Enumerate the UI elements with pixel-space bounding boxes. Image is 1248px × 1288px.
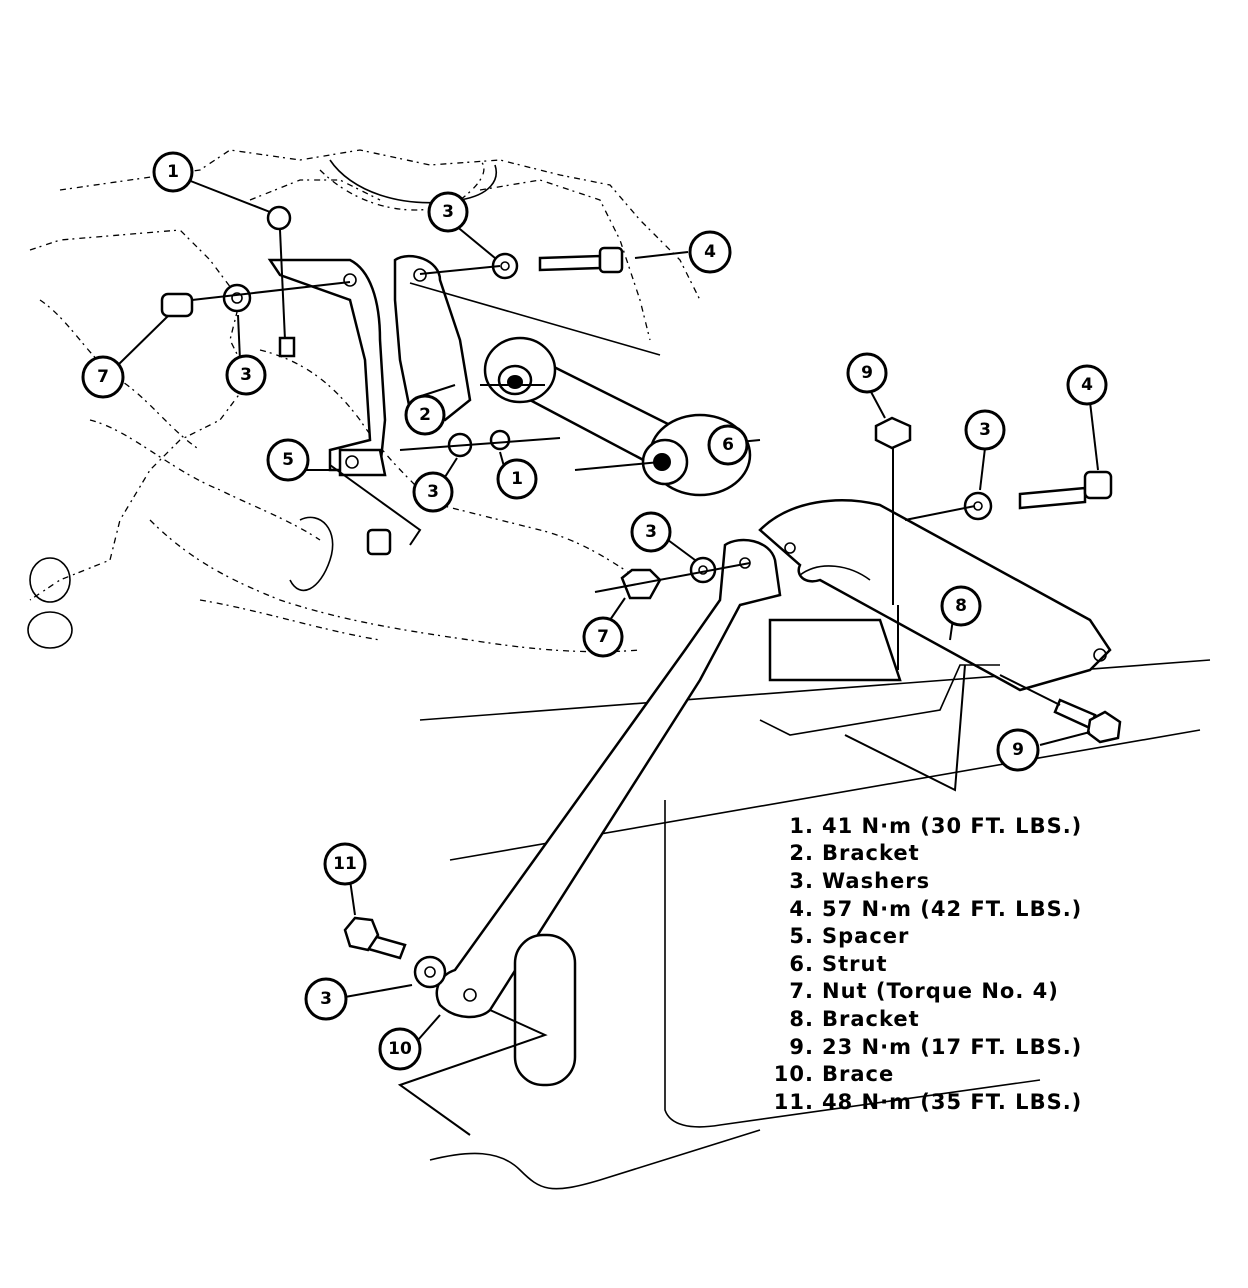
svg-text:7: 7 (597, 627, 609, 647)
svg-text:5: 5 (282, 450, 294, 470)
legend-item: 3. Washers (756, 867, 1196, 895)
svg-text:11: 11 (333, 854, 357, 874)
legend-number: 1. (789, 813, 814, 838)
svg-text:3: 3 (645, 522, 657, 542)
svg-text:3: 3 (320, 989, 332, 1009)
svg-text:4: 4 (704, 242, 716, 262)
legend-item: 4. 57 N·m (42 FT. LBS.) (756, 895, 1196, 923)
callout-3-center: 3 (630, 511, 672, 553)
legend-number: 2. (789, 841, 814, 866)
callout-3-left: 3 (225, 354, 267, 396)
legend-number: 10. (773, 1062, 814, 1087)
callout-7-center: 7 (582, 616, 624, 658)
legend-number: 7. (789, 979, 814, 1004)
legend-label: Strut (822, 951, 888, 976)
legend-label: 48 N·m (35 FT. LBS.) (822, 1089, 1083, 1114)
fasteners (160, 205, 1122, 989)
legend-item: 11. 48 N·m (35 FT. LBS.) (756, 1088, 1196, 1116)
callout-3-bottom: 3 (304, 977, 348, 1021)
parts-legend: 1. 41 N·m (30 FT. LBS.) 2. Bracket 3. Washers… (756, 812, 1196, 1116)
callout-3-mid: 3 (412, 471, 454, 513)
svg-text:6: 6 (722, 435, 734, 455)
callout-11: 11 (323, 842, 367, 886)
svg-text:9: 9 (861, 363, 873, 383)
legend-item: 6. Strut (756, 950, 1196, 978)
callout-5: 5 (266, 438, 310, 482)
svg-text:3: 3 (442, 202, 454, 222)
legend-label: Bracket (822, 841, 920, 866)
svg-text:3: 3 (240, 365, 252, 385)
legend-label: 57 N·m (42 FT. LBS.) (822, 896, 1083, 921)
callout-10: 10 (378, 1027, 422, 1071)
callout-7-top: 7 (81, 355, 125, 399)
callout-4-top: 4 (688, 230, 732, 274)
callouts: 1 3 4 7 3 2 6 5 3 1 9 3 4 3 8 7 9 11 3 1… (81, 151, 1108, 1071)
legend-number: 3. (789, 868, 814, 893)
svg-text:1: 1 (511, 469, 523, 489)
legend-item: 7. Nut (Torque No. 4) (756, 978, 1196, 1006)
lower-bracket (758, 499, 1112, 736)
legend-item: 5. Spacer (756, 922, 1196, 950)
callout-8: 8 (940, 585, 982, 627)
legend-item: 2. Bracket (756, 840, 1196, 868)
svg-text:3: 3 (427, 482, 439, 502)
legend-item: 10. Brace (756, 1060, 1196, 1088)
svg-text:7: 7 (97, 367, 109, 387)
legend-label: 41 N·m (30 FT. LBS.) (822, 813, 1083, 838)
callout-1-top: 1 (152, 151, 194, 193)
legend-number: 5. (789, 924, 814, 949)
svg-text:2: 2 (419, 405, 431, 425)
legend-number: 11. (773, 1089, 814, 1114)
legend-label: Washers (822, 868, 931, 893)
legend-number: 8. (789, 1006, 814, 1031)
legend-label: Nut (Torque No. 4) (822, 979, 1059, 1004)
legend-label: Brace (822, 1062, 895, 1087)
legend-label: Bracket (822, 1006, 920, 1031)
svg-text:3: 3 (979, 420, 991, 440)
callout-6: 6 (707, 424, 749, 466)
legend-label: Spacer (822, 924, 910, 949)
legend-number: 9. (789, 1034, 814, 1059)
callout-3-top: 3 (427, 191, 469, 233)
upper-bracket (267, 254, 661, 472)
svg-text:1: 1 (167, 162, 179, 182)
callout-9-bottom: 9 (996, 728, 1040, 772)
svg-text:10: 10 (388, 1039, 412, 1059)
legend-item: 9. 23 N·m (17 FT. LBS.) (756, 1033, 1196, 1061)
svg-text:8: 8 (955, 596, 967, 616)
callout-3-right: 3 (964, 409, 1006, 451)
callout-4-right: 4 (1066, 364, 1108, 406)
legend-number: 4. (789, 896, 814, 921)
svg-text:9: 9 (1012, 740, 1024, 760)
legend-item: 8. Bracket (756, 1005, 1196, 1033)
engine-block-sketch (27, 149, 701, 653)
legend-label: 23 N·m (17 FT. LBS.) (822, 1034, 1083, 1059)
svg-text:4: 4 (1081, 375, 1093, 395)
callout-1-mid: 1 (496, 458, 538, 500)
callout-2: 2 (404, 394, 446, 436)
callout-9-top: 9 (846, 352, 888, 394)
legend-item: 1. 41 N·m (30 FT. LBS.) (756, 812, 1196, 840)
legend-number: 6. (789, 951, 814, 976)
